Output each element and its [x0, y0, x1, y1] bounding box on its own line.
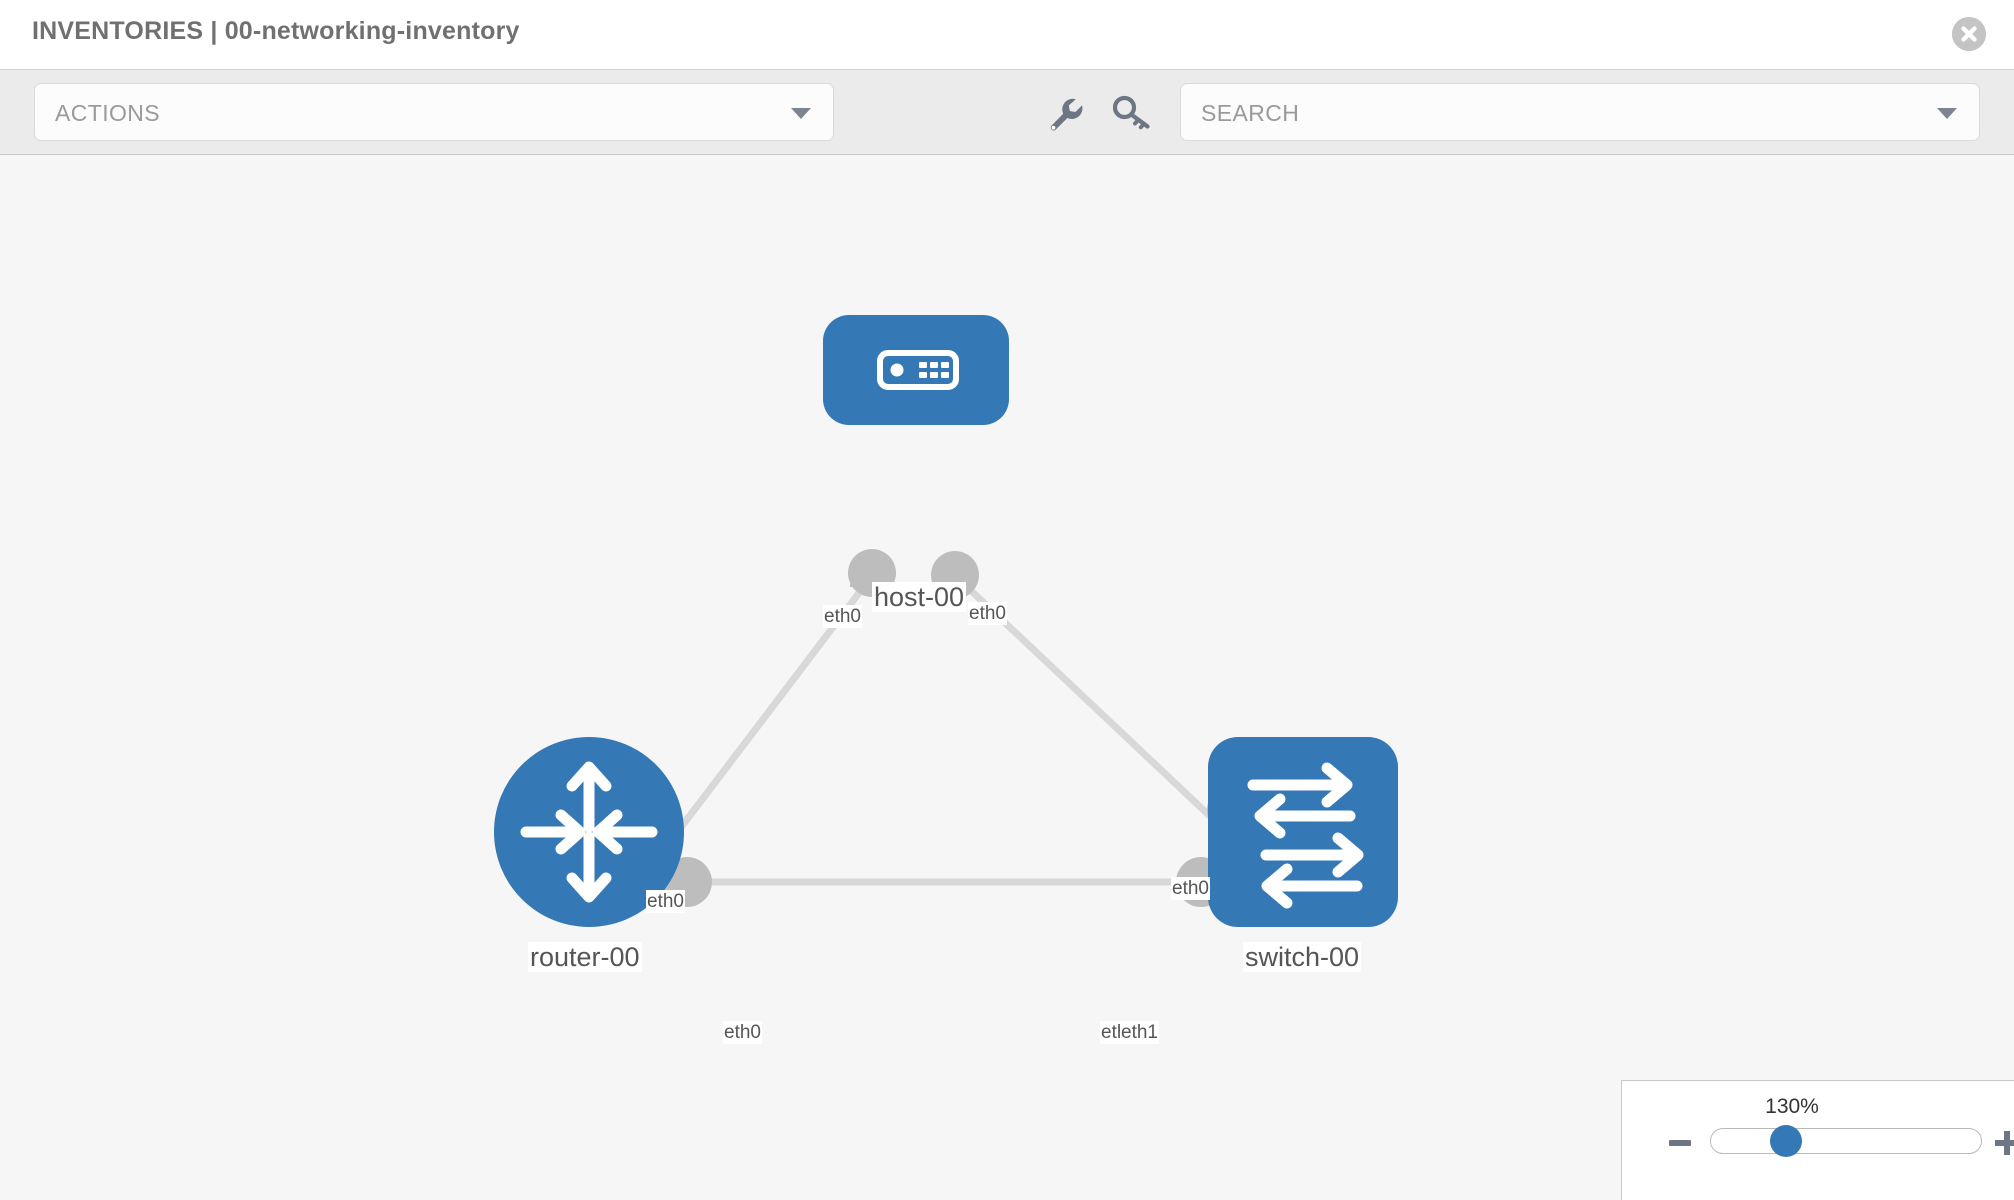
page-title: INVENTORIES | 00-networking-inventory	[32, 17, 520, 45]
server-icon	[877, 350, 959, 390]
node-router-00[interactable]	[494, 737, 684, 927]
iface-label: eth0	[1171, 877, 1210, 900]
link-host00-switch00[interactable]	[962, 582, 1233, 838]
iface-label: eth0	[968, 602, 1007, 625]
wrench-icon[interactable]	[1042, 92, 1084, 134]
zoom-slider-track[interactable]	[1710, 1128, 1982, 1154]
link-host00-router00[interactable]	[657, 582, 868, 858]
zoom-percent-label: 130%	[1765, 1095, 1819, 1118]
node-label-host-00: host-00	[872, 582, 967, 612]
topology-links	[657, 582, 1233, 886]
toolbar: ACTIONS SEARCH	[0, 69, 2014, 155]
node-label-switch-00: switch-00	[1243, 942, 1362, 972]
iface-label: eth1	[1120, 1021, 1159, 1044]
search-placeholder: SEARCH	[1201, 100, 1300, 126]
iface-label: eth0	[823, 605, 862, 628]
actions-dropdown-label: ACTIONS	[55, 100, 161, 126]
router-arrows-icon	[520, 761, 658, 903]
chevron-down-icon	[791, 108, 811, 119]
node-host-00[interactable]	[823, 315, 1009, 425]
topology-graph	[494, 315, 1398, 927]
chevron-down-icon[interactable]	[1937, 108, 1957, 119]
zoom-out-button[interactable]	[1669, 1140, 1691, 1146]
window-header: INVENTORIES | 00-networking-inventory	[0, 0, 2014, 69]
iface-label: eth0	[723, 1021, 762, 1044]
switch-arrows-icon	[1247, 762, 1364, 909]
close-icon[interactable]	[1952, 17, 1986, 51]
iface-label: eth0	[646, 890, 685, 913]
zoom-control: 130%	[1621, 1080, 2014, 1200]
search-input[interactable]: SEARCH	[1180, 83, 1980, 141]
actions-dropdown[interactable]: ACTIONS	[34, 83, 834, 141]
node-switch-00[interactable]	[1208, 737, 1398, 927]
zoom-slider-handle[interactable]	[1770, 1125, 1802, 1157]
topology-canvas[interactable]: host-00 router-00 switch-00 eth0 eth0 et…	[0, 155, 2014, 1200]
node-label-router-00: router-00	[528, 942, 642, 972]
zoom-in-button-vertical[interactable]	[2004, 1131, 2010, 1155]
key-icon[interactable]	[1110, 92, 1152, 134]
